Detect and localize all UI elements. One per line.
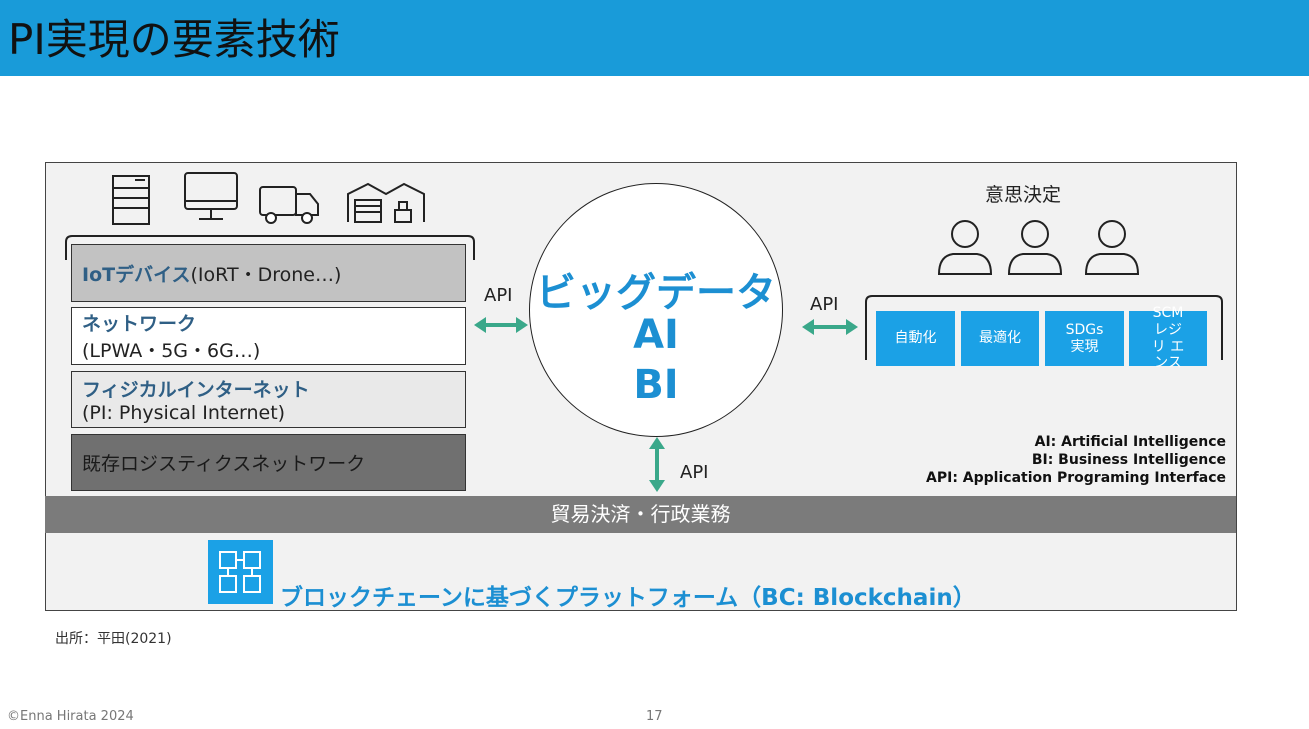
layer-title: IoTデバイス <box>82 263 191 286</box>
left-bracket <box>65 235 475 260</box>
warehouse-icon <box>347 182 425 223</box>
legend-api: API: Application Programing Interface <box>926 470 1226 486</box>
blockchain-label: ブロックチェーンに基づくプラットフォーム（BC: Blockchain） <box>280 585 976 611</box>
monitor-icon <box>184 172 238 220</box>
layer-existing-logistics: 既存ロジスティクスネットワーク <box>71 434 466 491</box>
trade-admin-band: 貿易決済・行政業務 <box>45 496 1236 533</box>
layer-physical-internet: フィジカルインターネット(PI: Physical Internet) <box>71 371 466 428</box>
right-api-arrow <box>802 319 858 335</box>
right-bracket <box>865 295 1223 360</box>
truck-icon <box>259 186 319 224</box>
page-title: PI実現の要素技術 <box>8 15 340 64</box>
copyright: ©Enna Hirata 2024 <box>7 709 134 724</box>
legend-ai: AI: Artificial Intelligence <box>1034 434 1226 450</box>
bigdata-label: ビッグデータ <box>536 270 776 316</box>
layer-iot: IoTデバイス(IoRT・Drone…) <box>71 244 466 302</box>
layer-subtitle: (IoRT・Drone…) <box>190 263 342 286</box>
outcome-automation: 自動化 <box>876 311 955 366</box>
layer-subtitle: (LPWA・5G・6G…) <box>82 340 261 362</box>
device-icons <box>112 172 425 225</box>
layer-title: 既存ロジスティクスネットワーク <box>82 453 366 475</box>
person-icon <box>1007 220 1063 275</box>
api-label-right: API <box>810 294 839 315</box>
server-icon <box>112 175 150 225</box>
api-label-bottom: API <box>680 462 709 483</box>
person-icon <box>1084 220 1140 275</box>
layer-title: ネットワーク <box>82 313 197 335</box>
bottom-api-arrow <box>649 437 665 492</box>
page-number: 17 <box>646 709 663 724</box>
layer-subtitle: (PI: Physical Internet) <box>82 402 286 424</box>
outcome-optimization: 最適化 <box>961 311 1039 366</box>
outcome-scm-resilience: SCM レジリ エンス <box>1129 305 1207 371</box>
people-icons <box>937 220 1140 275</box>
bi-label: BI <box>633 362 679 408</box>
api-label-left: API <box>484 285 513 306</box>
layer-title: フィジカルインターネット <box>82 379 310 401</box>
source-note: 出所：平田(2021) <box>55 631 172 647</box>
left-api-arrow <box>474 317 528 333</box>
decision-label: 意思決定 <box>985 184 1062 206</box>
layer-network: ネットワーク (LPWA・5G・6G…) <box>71 307 466 365</box>
outcome-sdgs: SDGs 実現 <box>1045 311 1124 366</box>
ai-label: AI <box>633 312 679 358</box>
blockchain-icon <box>208 540 273 604</box>
legend-bi: BI: Business Intelligence <box>1031 452 1226 468</box>
header-bar <box>0 0 1309 76</box>
person-icon <box>937 220 993 275</box>
bigdata-circle <box>529 183 783 437</box>
